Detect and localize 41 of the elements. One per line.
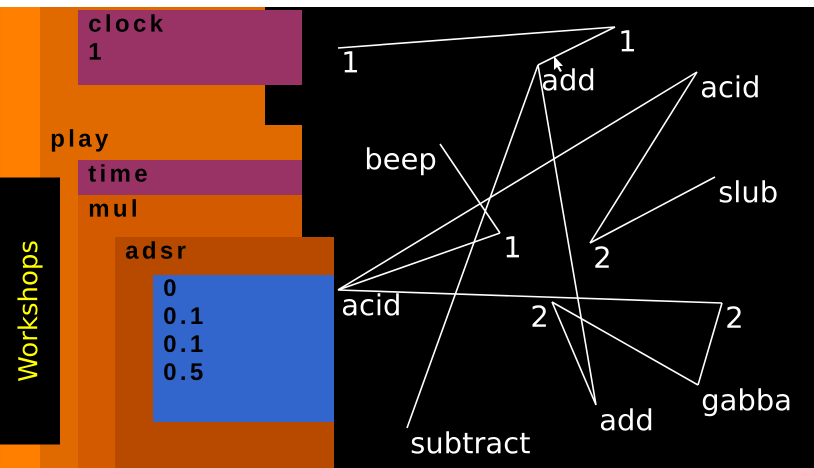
graph-label: add <box>542 68 594 91</box>
graph-label: 2 <box>727 306 741 328</box>
graph-label: slub <box>720 180 777 203</box>
node-label: 0.1 <box>164 335 203 352</box>
code-block <box>78 10 302 85</box>
node-label: time <box>88 164 147 182</box>
code-block <box>78 160 302 195</box>
connector-line <box>439 144 501 234</box>
graph-label: beep <box>366 147 436 176</box>
graph-label: 1 <box>344 51 357 72</box>
connector-line <box>590 176 716 244</box>
graph-label: acid <box>702 75 758 98</box>
node-label: clock <box>89 14 164 32</box>
node-label: 0.1 <box>164 307 203 324</box>
node-label: 1 <box>90 43 101 60</box>
connector-line <box>552 301 698 386</box>
connector-line <box>697 302 723 386</box>
connector-line <box>338 289 722 304</box>
connector-line <box>338 26 616 49</box>
connector-line <box>538 26 616 66</box>
connector-line <box>589 72 698 244</box>
graph-label: subtract <box>412 431 530 454</box>
node-label: adsr <box>126 241 186 259</box>
graph-label: 2 <box>595 246 609 268</box>
graph-label: gabba <box>702 388 790 416</box>
graph-label: 1 <box>506 236 519 258</box>
graph-label: add <box>600 408 652 431</box>
graph-label: 2 <box>532 305 546 327</box>
graph-label: 1 <box>621 30 634 52</box>
connector-line <box>338 71 698 291</box>
node-label: 0 <box>164 279 176 296</box>
node-label: play <box>52 129 108 152</box>
connector-line <box>537 64 597 406</box>
connector-line <box>551 302 597 406</box>
connector-line <box>338 232 500 291</box>
connector-line <box>406 64 539 428</box>
node-label: mul <box>90 199 136 217</box>
sidebar-tab: Workshops <box>0 178 60 444</box>
code-block <box>153 275 334 422</box>
graph-label: acid <box>342 293 399 316</box>
node-label: 0.5 <box>164 363 203 380</box>
